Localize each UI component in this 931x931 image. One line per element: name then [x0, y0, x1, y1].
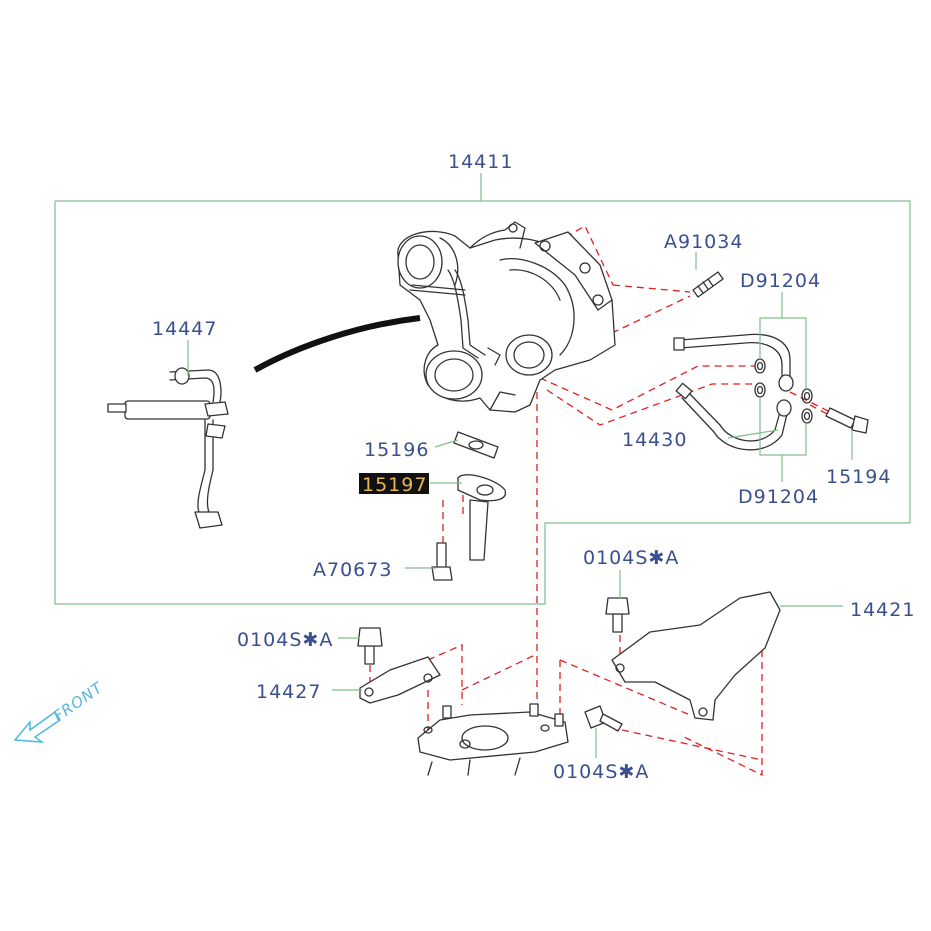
- label-d91204-bottom: D91204: [738, 486, 819, 508]
- assembly-frame-14411: [54, 173, 911, 605]
- bolt-0104s-right: [605, 597, 630, 633]
- oil-pipe-14430: [673, 333, 794, 451]
- bracket-14421: [611, 591, 781, 721]
- label-0104s-left: 0104S✱A: [237, 629, 333, 651]
- label-0104s-right: 0104S✱A: [583, 547, 679, 569]
- label-15196: 15196: [364, 439, 429, 461]
- label-15197-highlight: [359, 473, 429, 494]
- bolt-0104s-left: [357, 627, 383, 665]
- turbocharger-14411: [397, 221, 616, 413]
- label-leaders: [187, 252, 853, 758]
- manifold-flange: [417, 703, 569, 776]
- label-14421: 14421: [850, 599, 915, 621]
- label-a70673: A70673: [313, 559, 392, 581]
- bracket-14427: [359, 656, 441, 704]
- label-14447: 14447: [152, 318, 217, 340]
- bold-leader-line: [253, 315, 421, 373]
- label-15197: 15197: [362, 474, 427, 496]
- label-d91204-top: D91204: [740, 270, 821, 292]
- water-pipe-14447: [107, 367, 229, 529]
- bolt-a70673: [431, 542, 453, 581]
- bolt-15194: [825, 407, 869, 434]
- label-14411: 14411: [448, 151, 513, 173]
- bolt-0104s-bottom: [584, 705, 623, 732]
- front-direction-marker: FRONT: [13, 678, 107, 743]
- label-15194: 15194: [826, 466, 891, 488]
- washers-d91204: [754, 292, 813, 482]
- front-label: FRONT: [50, 678, 107, 725]
- label-14427: 14427: [256, 681, 321, 703]
- label-14430: 14430: [622, 429, 687, 451]
- label-a91034: A91034: [664, 231, 743, 253]
- oil-pipe-15197: [457, 474, 507, 561]
- gasket-15196: [453, 431, 499, 459]
- stud-a91034: [692, 271, 724, 298]
- label-0104s-bottom: 0104S✱A: [553, 761, 649, 783]
